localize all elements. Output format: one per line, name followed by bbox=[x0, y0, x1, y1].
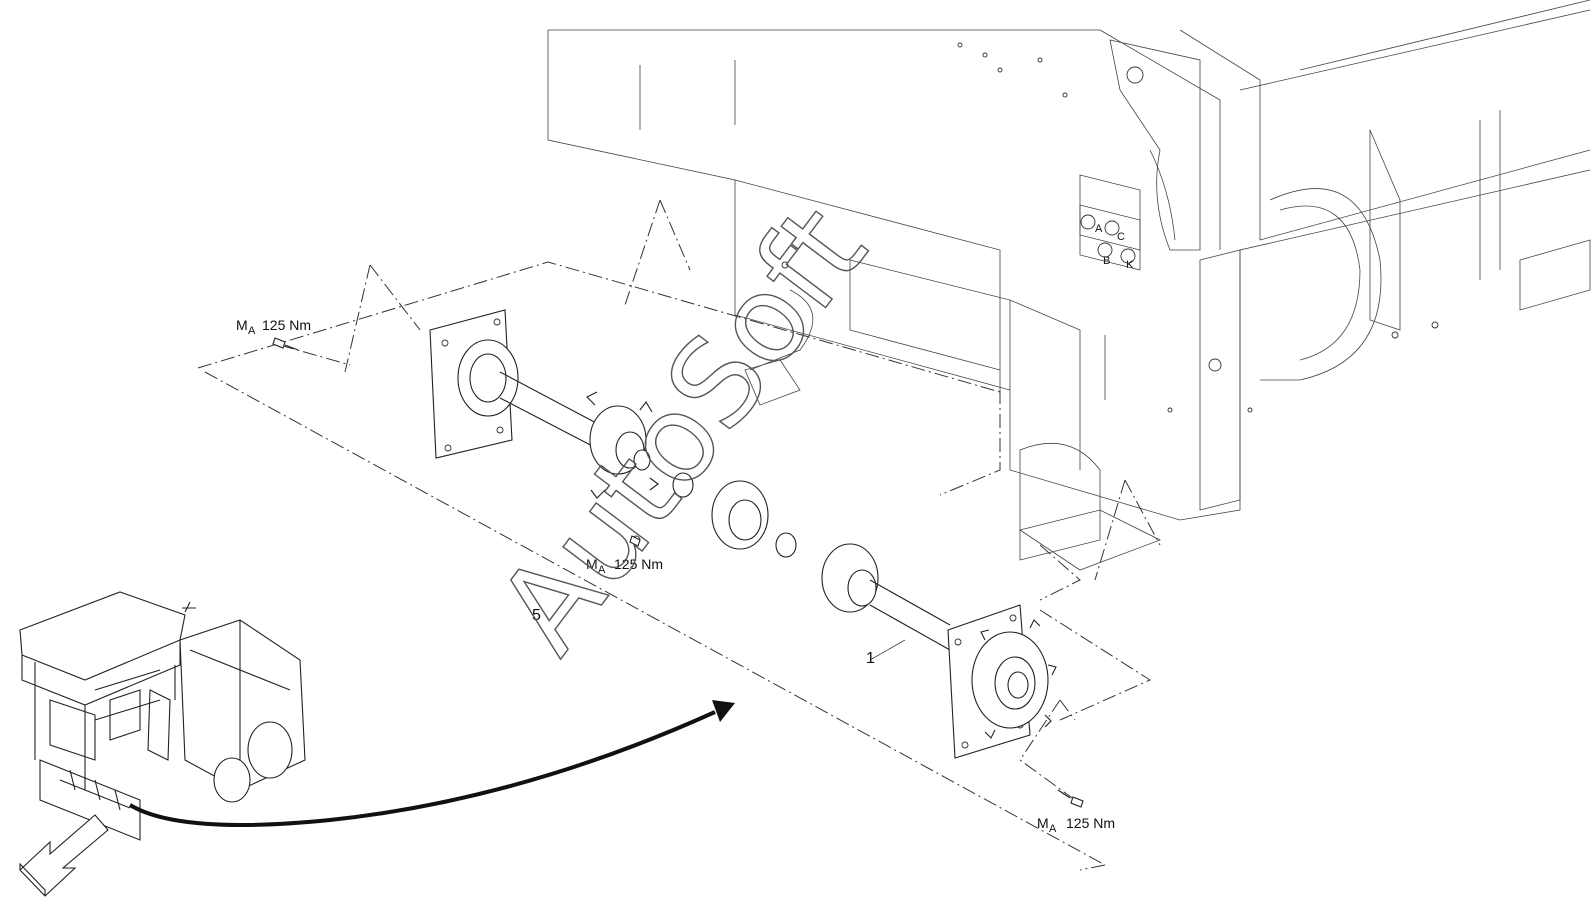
svg-text:125 Nm: 125 Nm bbox=[1066, 815, 1115, 831]
part-number-1: 1 bbox=[866, 650, 875, 667]
view-direction-arrow bbox=[19, 814, 109, 897]
svg-text:A: A bbox=[598, 564, 606, 576]
torque-label-top: M A 125 Nm bbox=[236, 317, 311, 337]
bolts bbox=[272, 337, 1084, 808]
svg-text:125 Nm: 125 Nm bbox=[614, 556, 663, 572]
svg-text:A: A bbox=[1049, 823, 1057, 835]
svg-text:M: M bbox=[586, 556, 598, 572]
panel-mark-c: C bbox=[1117, 231, 1125, 243]
location-arrow bbox=[128, 700, 735, 827]
panel-mark-a: A bbox=[1095, 223, 1103, 235]
panel-mark-k: K bbox=[1126, 259, 1134, 271]
panel-mark-b: B bbox=[1103, 255, 1110, 267]
assembly-lines bbox=[197, 199, 1161, 871]
rear-shaft-assembly bbox=[429, 309, 659, 499]
bearing-set bbox=[631, 472, 797, 558]
svg-text:M: M bbox=[1037, 815, 1049, 831]
front-shaft-assembly bbox=[821, 543, 1057, 759]
svg-text:A: A bbox=[248, 325, 256, 337]
torque-label-middle: M A 125 Nm bbox=[586, 556, 663, 576]
machine-frame bbox=[547, 0, 1591, 571]
part-number-5: 5 bbox=[532, 607, 541, 624]
control-panel: A B C K bbox=[1080, 214, 1136, 271]
svg-text:M: M bbox=[236, 317, 248, 333]
frame-holes bbox=[781, 42, 1439, 413]
paver-overview-illustration bbox=[19, 591, 306, 841]
svg-text:125 Nm: 125 Nm bbox=[262, 317, 311, 333]
watermark: AutoSoft bbox=[472, 182, 893, 677]
torque-label-bottom: M A 125 Nm bbox=[1037, 815, 1115, 835]
